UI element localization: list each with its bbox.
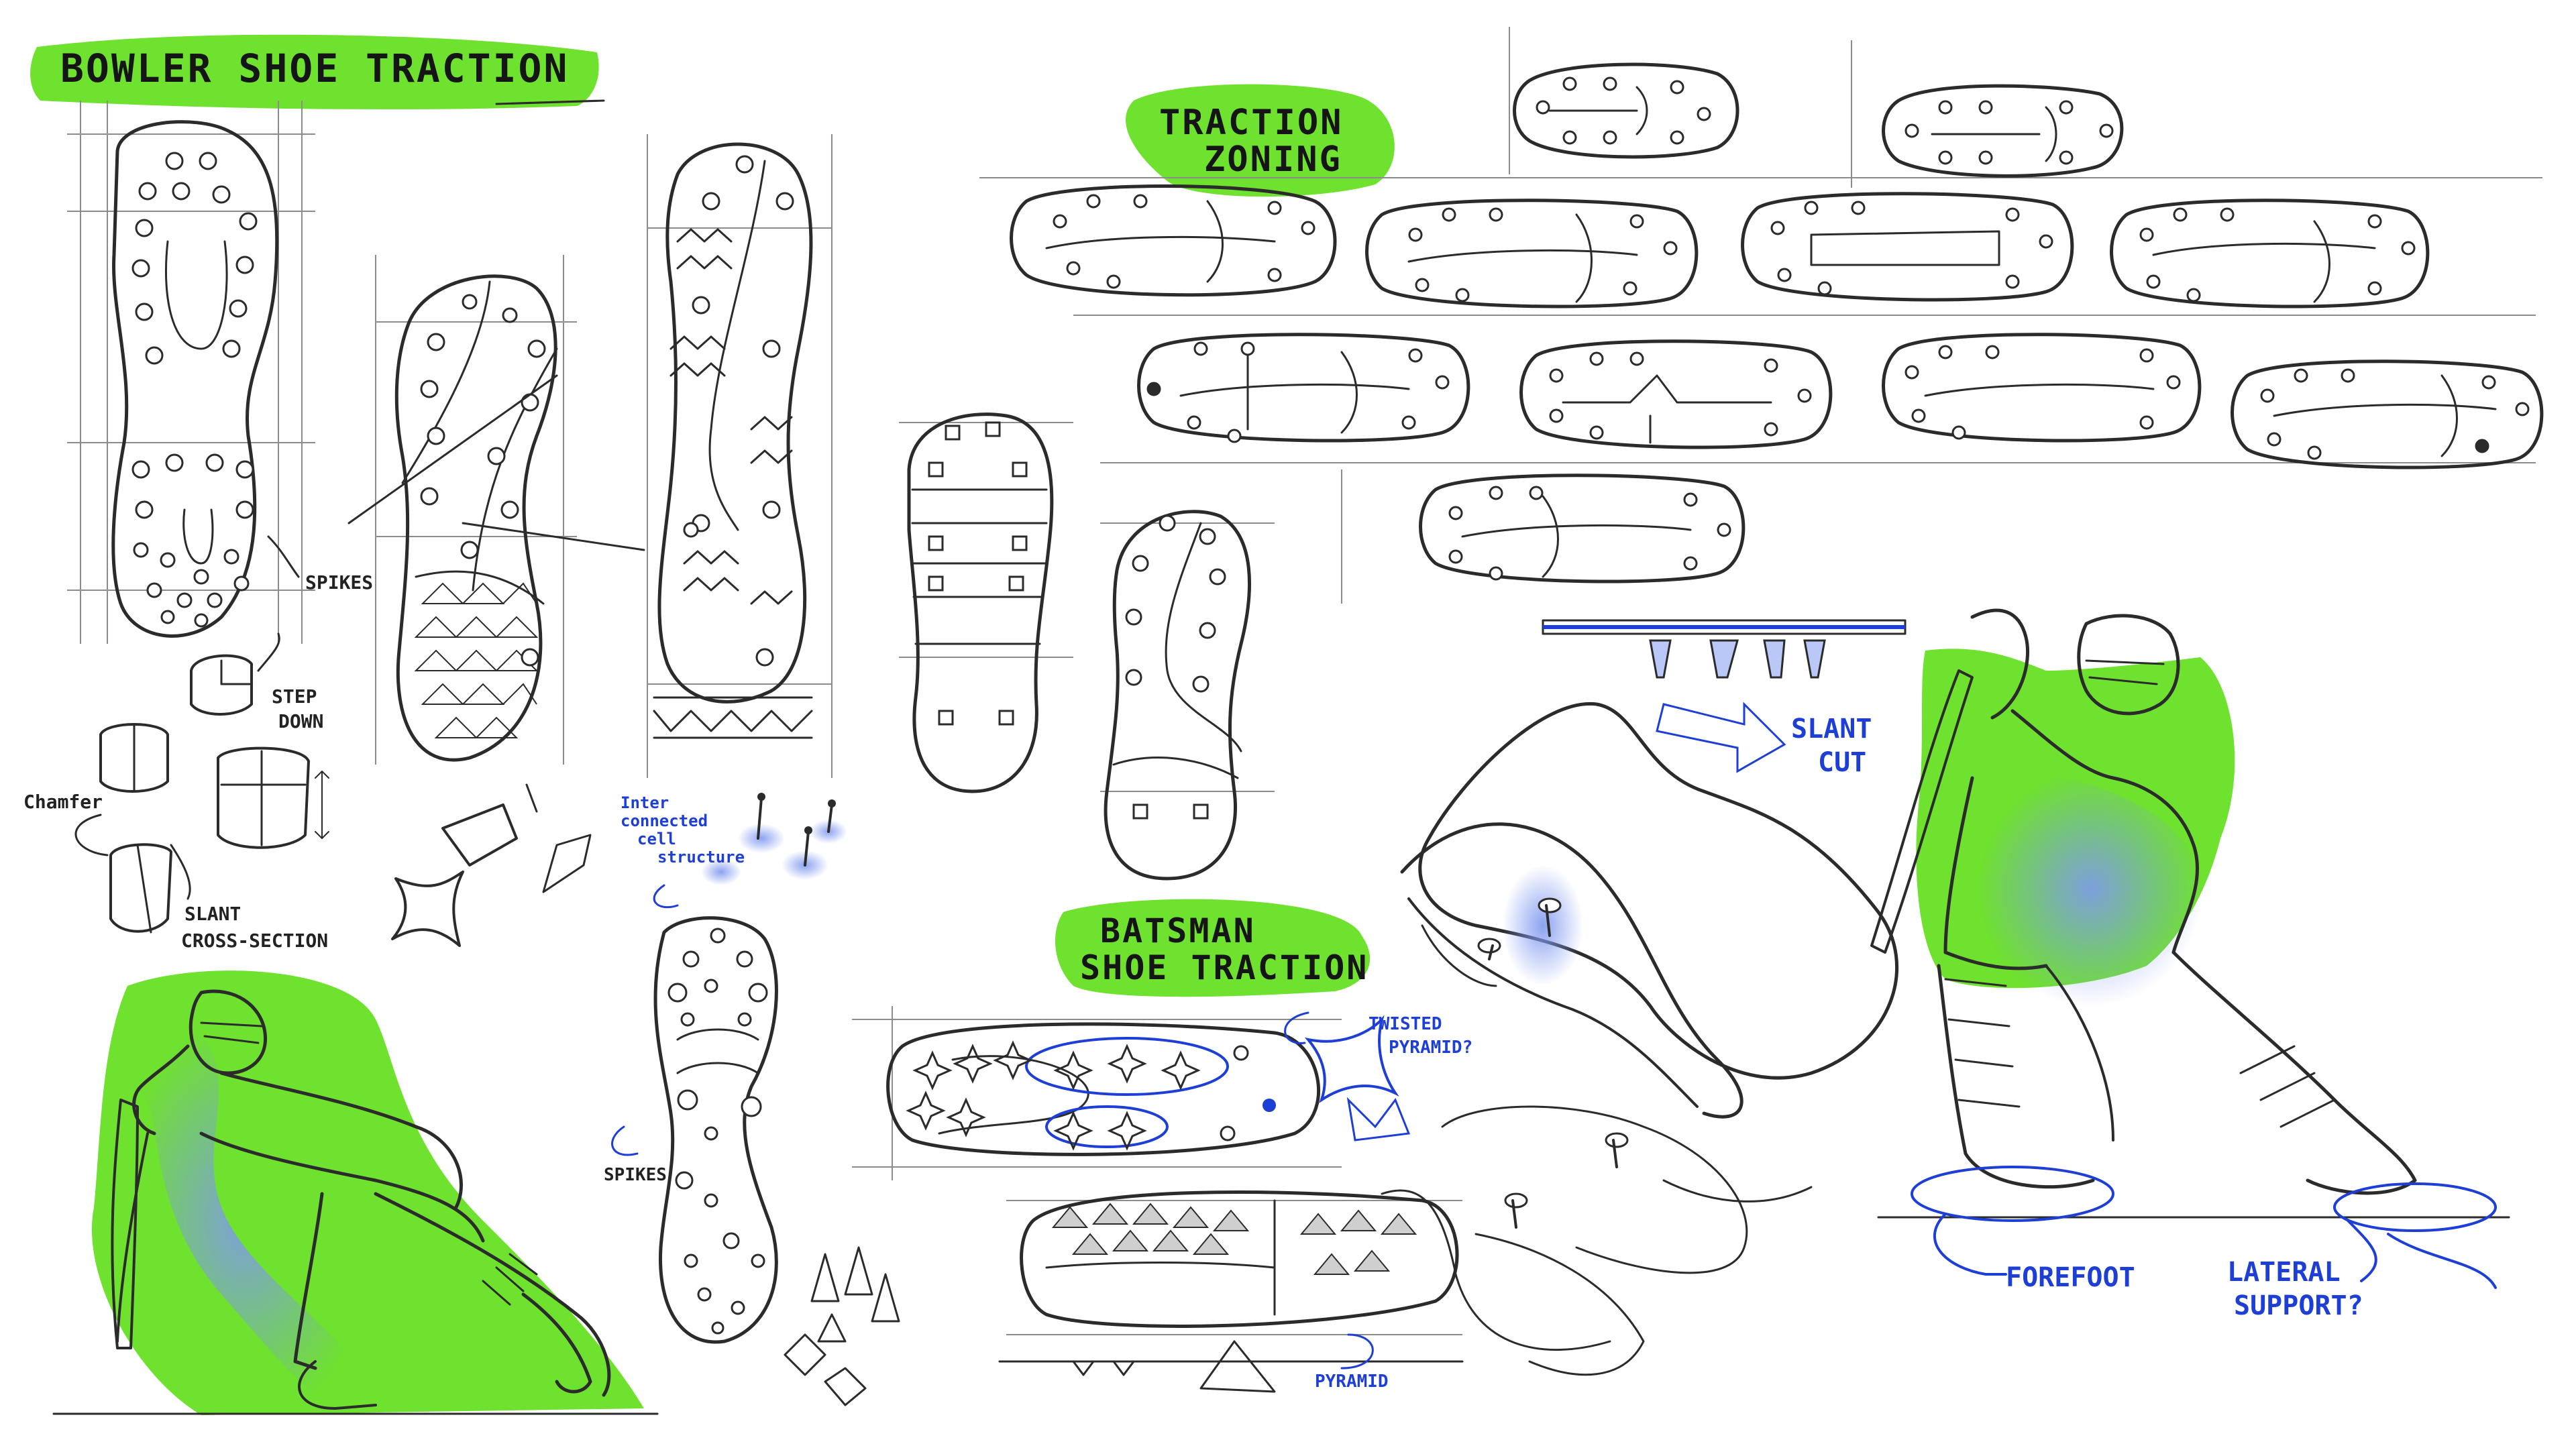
bowler-figure (52, 970, 659, 1422)
batsman-construction-lines (852, 1006, 1462, 1335)
zigzag-tread (669, 228, 793, 605)
chamfer-stud (99, 723, 169, 793)
triangle-tread-batsman (1051, 1203, 1417, 1275)
interconnected-cell-structure (653, 793, 847, 909)
label-structure: structure (657, 848, 745, 867)
title-batsman-shoe-traction: BATSMAN SHOE TRACTION (1055, 899, 1371, 997)
zigzag-edge-pattern (653, 696, 813, 739)
zoning-sole-3 (1010, 184, 1337, 297)
split-stud-blue (217, 746, 310, 849)
slant-cut-arrow (1656, 702, 1786, 773)
stud-3d-studies (391, 783, 592, 947)
label-slant-cut-1: SLANT (1791, 714, 1872, 744)
title-zoning-line2: ZONING (1204, 140, 1342, 180)
label-slant: SLANT (184, 903, 241, 925)
label-step: STEP (272, 685, 317, 708)
zoning-sole-4 (1365, 199, 1699, 309)
title-traction-zoning: TRACTION ZONING (1126, 84, 1395, 197)
square-studs-center (928, 421, 1028, 726)
bowler-spike-sole: SPIKES (604, 916, 778, 1344)
label-cell: cell (637, 830, 676, 848)
step-down-stud (190, 654, 253, 716)
label-spikes-mid: SPIKES (604, 1165, 667, 1185)
label-support: SUPPORT? (2234, 1290, 2363, 1321)
center-sole-grid (907, 412, 1054, 793)
title-bowler-text: BOWLER SHOE TRACTION (60, 46, 569, 91)
label-pyramid-q: PYRAMID? (1389, 1038, 1472, 1058)
label-pyramid: PYRAMID (1315, 1372, 1389, 1392)
label-forefoot: FOREFOOT (2006, 1262, 2135, 1293)
stud-pattern-bowler-1 (131, 152, 258, 628)
label-interconnected: Inter connected cell structure (621, 793, 745, 867)
bowler-sole-zigzag (653, 142, 813, 739)
zoning-sole-9 (1882, 333, 2202, 443)
label-slant-cut: SLANT CUT (1791, 714, 1872, 778)
stud-concept-studies: STEP DOWN Chamfer SLANT CROSS-SECTION (23, 632, 329, 952)
big-shoe-sketch (1400, 702, 1899, 1376)
batsman-sole-stars (886, 1022, 1320, 1156)
label-spikes-left: SPIKES (305, 571, 373, 594)
batsman-figure-right (1870, 608, 2510, 1219)
label-cross-section: CROSS-SECTION (181, 930, 328, 952)
slant-stud (109, 843, 172, 934)
zoning-sole-6 (2110, 199, 2430, 309)
title-batsman-line1: BATSMAN (1100, 911, 1256, 950)
stud-pattern-bowler-2 (420, 294, 546, 667)
title-zoning-line1: TRACTION (1159, 103, 1343, 143)
zoning-sole-11 (1419, 473, 1746, 583)
star-tread (906, 1040, 1201, 1151)
forefoot-support-marks (1911, 1166, 2497, 1289)
construction-lines-center (899, 422, 1275, 792)
stud-pattern-center-2 (1125, 514, 1226, 820)
stud-pattern-bowler-3 (683, 155, 794, 667)
label-slant-cut-2: CUT (1818, 747, 1866, 778)
zoning-sole-1 (1513, 62, 1739, 159)
twisted-pyramid-sketch (1284, 1011, 1411, 1141)
title-batsman-line2: SHOE TRACTION (1080, 948, 1368, 987)
pyramid-leader (1340, 1333, 1374, 1370)
bowler-sole-angled (347, 274, 645, 762)
label-connected: connected (621, 812, 708, 830)
bottom-curve-stroke (1381, 1189, 1611, 1351)
label-inter: Inter (621, 793, 669, 812)
zoning-sole-5 (1741, 192, 2074, 302)
triangle-tread-forefoot (414, 582, 539, 738)
label-twisted-pyramid: TWISTED PYRAMID? (1368, 1014, 1472, 1058)
center-sole-curved (1104, 510, 1251, 881)
bowler-sole-blue-shaded (111, 120, 300, 638)
label-lateral: LATERAL (2227, 1257, 2341, 1288)
spike-cross-section-bar (1542, 619, 1907, 679)
spike-circle-pattern (667, 928, 768, 1335)
zoning-sole-2 (1882, 84, 2124, 178)
label-chamfer: Chamfer (23, 791, 103, 813)
title-bowler-shoe-traction: BOWLER SHOE TRACTION (30, 34, 605, 110)
zoning-sole-7 (1137, 333, 1470, 443)
zoning-sole-10 (2231, 359, 2544, 469)
label-lateral-support: LATERAL SUPPORT? (2227, 1257, 2363, 1321)
label-down: DOWN (278, 710, 323, 732)
batsman-sole-triangles (998, 1190, 1464, 1393)
zoning-sole-8 (1519, 339, 1833, 449)
cone-spike-sketches (784, 1246, 900, 1406)
label-twisted: TWISTED (1368, 1014, 1442, 1034)
